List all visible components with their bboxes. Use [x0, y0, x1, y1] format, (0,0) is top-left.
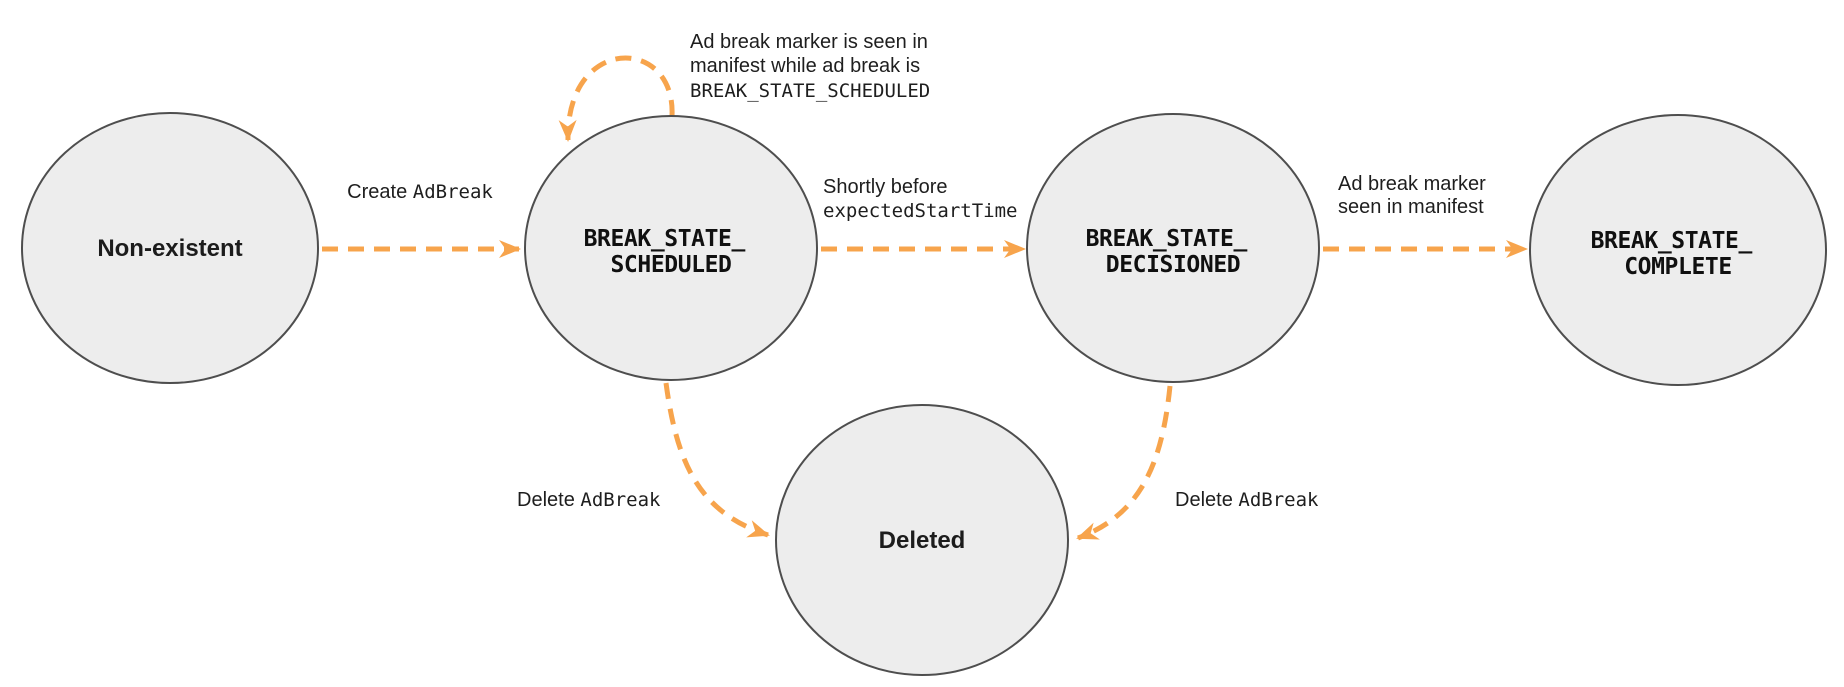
state-label-non-existent: Non-existent	[97, 235, 242, 262]
state-label-line: SCHEDULED	[610, 252, 731, 278]
transition-delete-from-decisioned-arrow	[1076, 385, 1173, 541]
edge-label-line: Shortly before	[823, 176, 948, 198]
state-node-deleted	[775, 404, 1069, 676]
state-label-line: BREAK_STATE_	[1591, 228, 1753, 254]
state-label-deleted: Deleted	[879, 527, 966, 554]
edge-label-marker-seen: Ad break marker seen in manifest	[1338, 173, 1491, 218]
state-node-break-state-decisioned	[1026, 113, 1320, 383]
edge-label-text: Delete	[517, 489, 580, 511]
state-label-line: BREAK_STATE_	[584, 226, 746, 252]
state-label-line: BREAK_STATE_	[1086, 226, 1248, 252]
transition-self-loop-scheduled-arrow	[558, 55, 675, 142]
edge-label-line: Ad break marker is seen in	[690, 31, 928, 53]
edge-label-text: Delete	[1175, 489, 1238, 511]
transition-delete-from-scheduled-arrow	[663, 382, 770, 538]
edge-label-line: manifest while ad break is	[690, 55, 920, 77]
edge-label-line: seen in manifest	[1338, 196, 1484, 218]
state-label-line: DECISIONED	[1106, 252, 1240, 278]
state-node-non-existent	[21, 112, 319, 384]
state-label-break-state-scheduled: BREAK_STATE_ SCHEDULED	[584, 226, 759, 278]
edge-label-code: BREAK_STATE_SCHEDULED	[690, 80, 930, 102]
edge-label-delete-adbreak-right: Delete AdBreak	[1175, 489, 1319, 511]
state-label-break-state-complete: BREAK_STATE_ COMPLETE	[1591, 228, 1766, 280]
edge-label-delete-adbreak-left: Delete AdBreak	[517, 489, 661, 511]
edge-label-code: AdBreak	[413, 181, 494, 203]
edge-label-line: Ad break marker	[1338, 173, 1486, 195]
state-label-break-state-decisioned: BREAK_STATE_ DECISIONED	[1086, 226, 1261, 278]
edge-label-create-adbreak: Create AdBreak	[347, 181, 493, 203]
edge-label-code: AdBreak	[580, 489, 661, 511]
edge-label-code: AdBreak	[1238, 489, 1319, 511]
state-label-line: COMPLETE	[1624, 254, 1732, 280]
state-node-break-state-complete	[1529, 114, 1827, 386]
edge-label-shortly-before: Shortly before expectedStartTime	[823, 176, 1017, 222]
state-node-break-state-scheduled	[524, 115, 818, 381]
edge-label-text: Create	[347, 181, 413, 203]
edge-label-code: expectedStartTime	[823, 200, 1017, 222]
edge-label-self-loop: Ad break marker is seen in manifest whil…	[690, 31, 933, 102]
